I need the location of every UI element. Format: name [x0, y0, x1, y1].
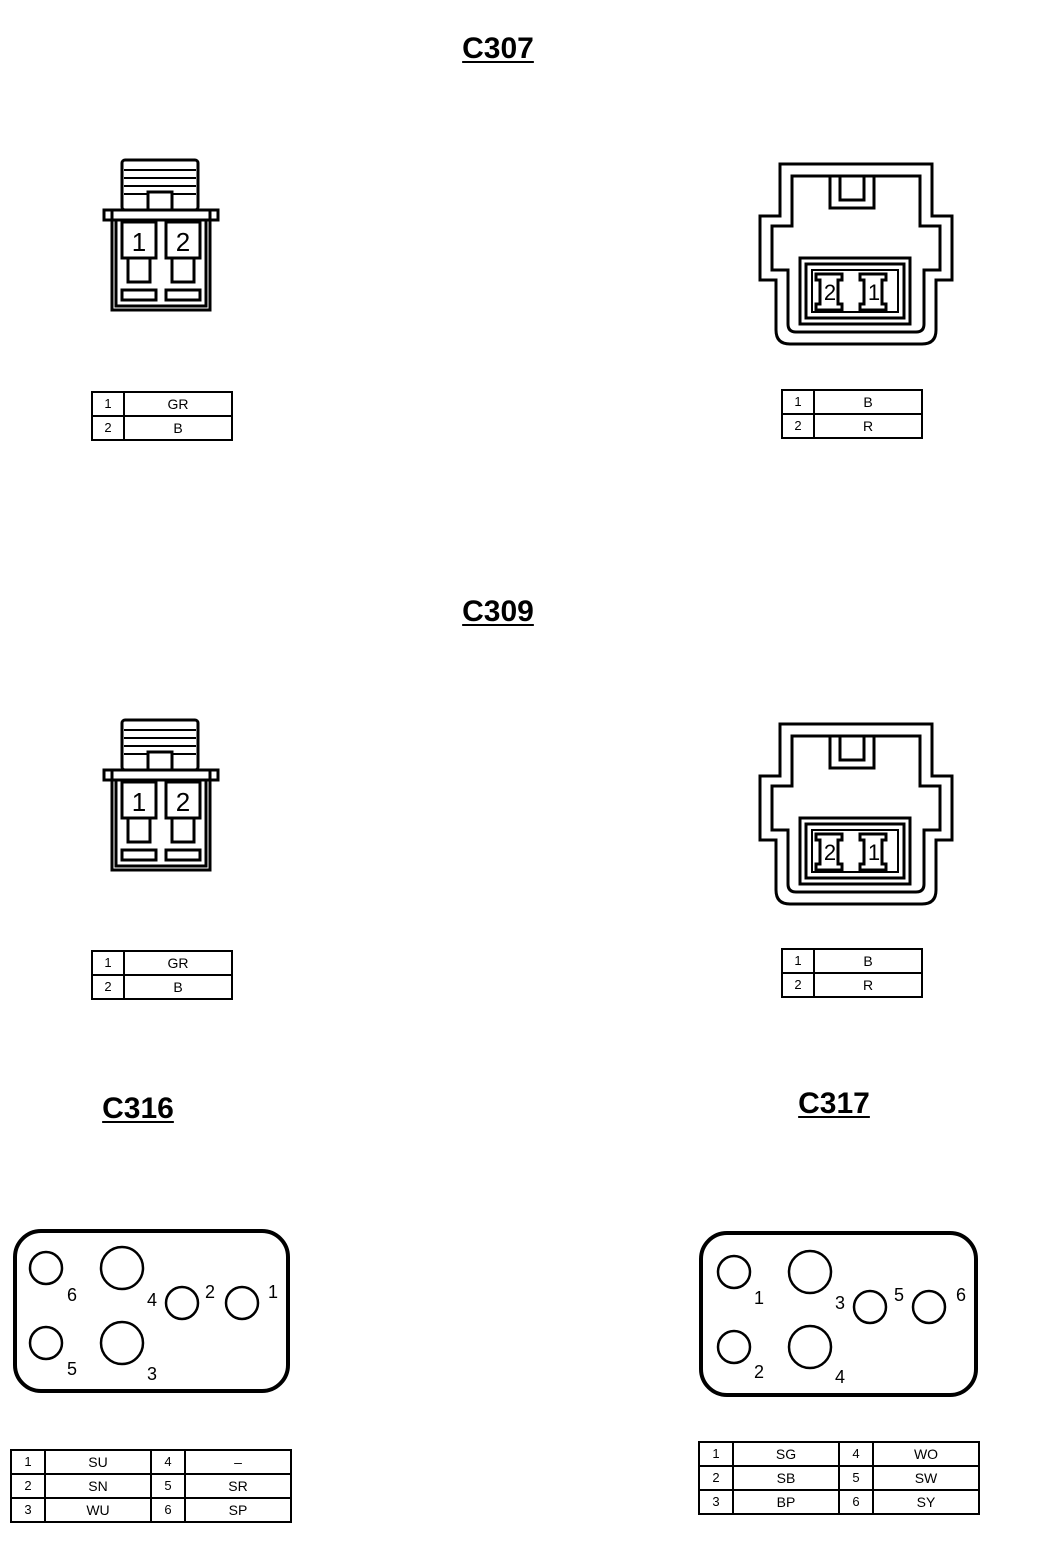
c317-title: C317 — [798, 1087, 870, 1120]
c309-right-pin-label: 2 — [824, 840, 836, 865]
wire-color: WO — [872, 1441, 980, 1467]
pin-number: 2 — [91, 415, 125, 441]
c309-right-pin-table: 1 B 2 R — [781, 948, 923, 998]
c317-pin-label: 4 — [835, 1367, 845, 1387]
table-row: 1 GR — [91, 950, 233, 976]
c309-title: C309 — [462, 595, 534, 628]
wire-color: B — [123, 974, 233, 1000]
table-row: 2 B — [91, 415, 233, 441]
pin-number: 2 — [91, 974, 125, 1000]
table-row: 2 R — [781, 413, 923, 439]
pin-number: 2 — [781, 413, 815, 439]
table-row: 3 WU 6 SP — [10, 1497, 292, 1523]
table-row: 3 BP 6 SY — [698, 1489, 980, 1515]
wire-color: R — [813, 972, 923, 998]
c317-pin-label: 5 — [894, 1285, 904, 1305]
pin-number: 1 — [781, 948, 815, 974]
c317-pin-label: 6 — [956, 1285, 966, 1305]
c316-connector: 6 4 2 1 5 3 — [13, 1229, 290, 1393]
c317-pin-label: 2 — [754, 1362, 764, 1382]
table-row: 1 SU 4 – — [10, 1449, 292, 1475]
pin-number: 2 — [10, 1473, 46, 1499]
pin-number: 3 — [10, 1497, 46, 1523]
c309-right-pin-label: 1 — [868, 840, 880, 865]
pin-number: 4 — [838, 1441, 874, 1467]
table-row: 1 SG 4 WO — [698, 1441, 980, 1467]
wire-color: – — [184, 1449, 292, 1475]
c309-left-pin-label: 2 — [176, 787, 190, 817]
c309-left-pin-table: 1 GR 2 B — [91, 950, 233, 1000]
wire-color: SW — [872, 1465, 980, 1491]
wire-color: SR — [184, 1473, 292, 1499]
wire-color: SN — [44, 1473, 152, 1499]
c317-pin-label: 3 — [835, 1293, 845, 1313]
c317-pin-label: 1 — [754, 1288, 764, 1308]
table-row: 1 B — [781, 389, 923, 415]
c307-right-pin-label: 1 — [868, 280, 880, 305]
c316-pin-label: 3 — [147, 1364, 157, 1384]
c307-left-pin-label: 2 — [176, 227, 190, 257]
wire-color: SB — [732, 1465, 840, 1491]
table-row: 1 B — [781, 948, 923, 974]
c307-right-connector: 2 1 — [758, 162, 954, 346]
wire-color: SY — [872, 1489, 980, 1515]
pin-number: 1 — [698, 1441, 734, 1467]
wire-color: B — [813, 389, 923, 415]
c317-pin-table: 1 SG 4 WO 2 SB 5 SW 3 BP 6 SY — [698, 1441, 980, 1515]
c316-title: C316 — [102, 1092, 174, 1125]
c316-pin-table: 1 SU 4 – 2 SN 5 SR 3 WU 6 SP — [10, 1449, 292, 1523]
c309-left-pin-label: 1 — [132, 787, 146, 817]
pin-number: 6 — [838, 1489, 874, 1515]
pin-number: 4 — [150, 1449, 186, 1475]
wire-color: B — [123, 415, 233, 441]
c316-pin-label: 6 — [67, 1285, 77, 1305]
pin-number: 1 — [91, 950, 125, 976]
pin-number: 2 — [698, 1465, 734, 1491]
c307-right-pin-table: 1 B 2 R — [781, 389, 923, 439]
wire-color: WU — [44, 1497, 152, 1523]
c307-left-pin-label: 1 — [132, 227, 146, 257]
c309-left-connector: 1 2 — [102, 718, 220, 872]
table-row: 1 GR — [91, 391, 233, 417]
wire-color: R — [813, 413, 923, 439]
c307-left-pin-table: 1 GR 2 B — [91, 391, 233, 441]
pin-number: 5 — [838, 1465, 874, 1491]
wire-color: SP — [184, 1497, 292, 1523]
c307-left-connector: 1 2 — [102, 158, 220, 312]
c316-pin-label: 1 — [268, 1282, 278, 1302]
c316-pin-label: 2 — [205, 1282, 215, 1302]
table-row: 2 B — [91, 974, 233, 1000]
wire-color: GR — [123, 391, 233, 417]
wire-color: GR — [123, 950, 233, 976]
pin-number: 6 — [150, 1497, 186, 1523]
c309-right-connector: 2 1 — [758, 722, 954, 906]
wire-color: BP — [732, 1489, 840, 1515]
pin-number: 1 — [781, 389, 815, 415]
pin-number: 3 — [698, 1489, 734, 1515]
c316-pin-label: 5 — [67, 1359, 77, 1379]
pin-number: 1 — [10, 1449, 46, 1475]
table-row: 2 R — [781, 972, 923, 998]
c316-pin-label: 4 — [147, 1290, 157, 1310]
pin-number: 2 — [781, 972, 815, 998]
wire-color: SU — [44, 1449, 152, 1475]
c317-connector: 1 3 5 6 2 4 — [699, 1231, 978, 1397]
c307-right-pin-label: 2 — [824, 280, 836, 305]
wire-color: B — [813, 948, 923, 974]
pin-number: 1 — [91, 391, 125, 417]
table-row: 2 SN 5 SR — [10, 1473, 292, 1499]
c307-title: C307 — [462, 32, 534, 65]
wire-color: SG — [732, 1441, 840, 1467]
pin-number: 5 — [150, 1473, 186, 1499]
table-row: 2 SB 5 SW — [698, 1465, 980, 1491]
